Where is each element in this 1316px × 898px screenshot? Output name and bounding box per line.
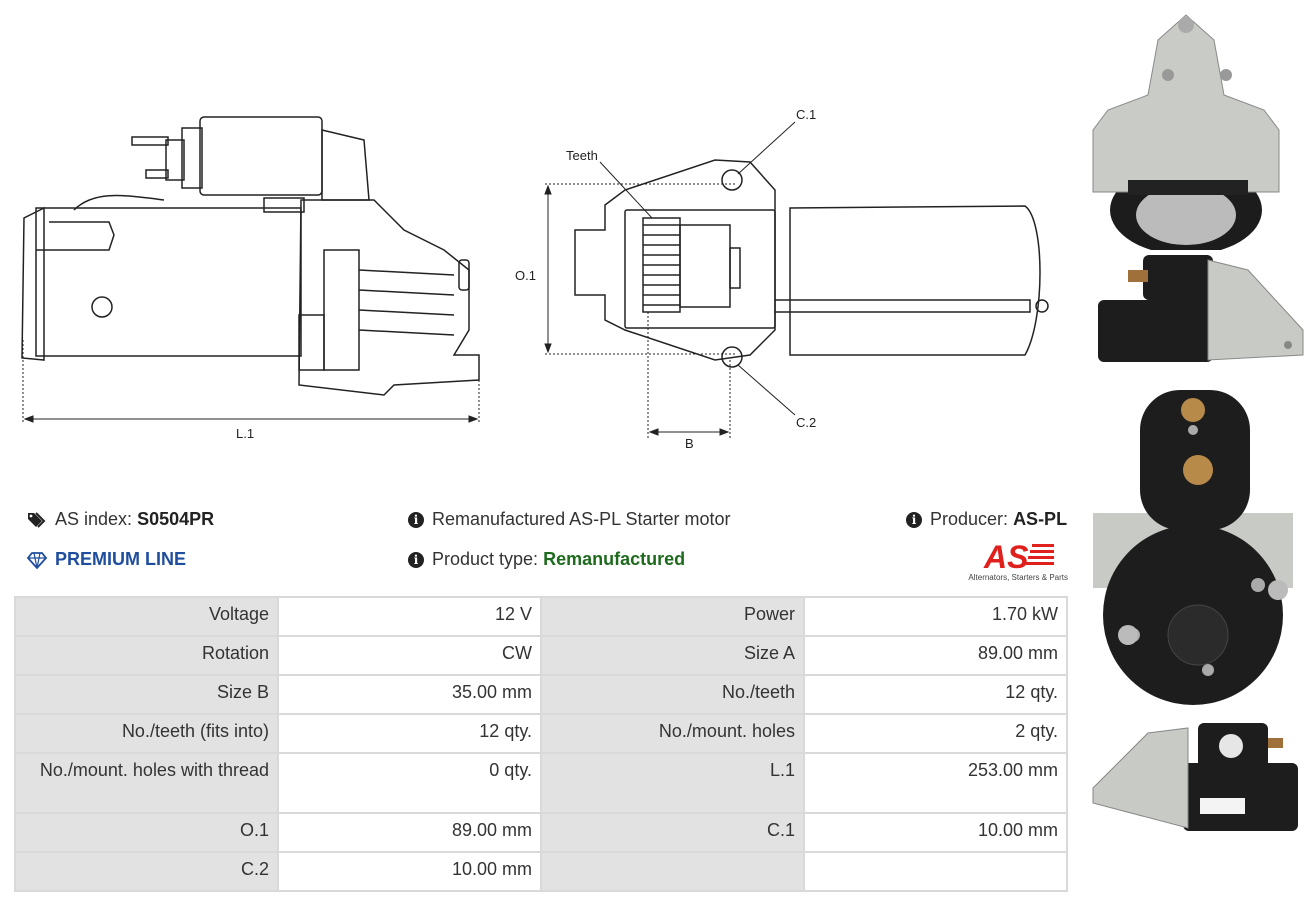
product-photo-back[interactable] <box>1088 385 1298 710</box>
info-icon: i <box>408 551 424 568</box>
spec-label: Power <box>542 598 803 635</box>
logo-tagline: Alternators, Starters & Parts <box>968 573 1068 582</box>
spec-value: 12 qty. <box>805 676 1066 713</box>
producer: i Producer: AS-PL <box>906 509 1067 530</box>
as-logo-mark: AS <box>983 539 1054 572</box>
spec-value <box>805 853 1066 890</box>
spec-value: 12 qty. <box>279 715 540 752</box>
b-label: B <box>685 436 694 451</box>
as-index-label: AS index: <box>55 509 133 529</box>
table-row: No./mount. holes with thread 0 qty. L.1 … <box>16 754 1066 812</box>
spec-label: C.1 <box>542 814 803 851</box>
product-photo-front[interactable] <box>1088 10 1284 250</box>
spec-value: 2 qty. <box>805 715 1066 752</box>
c2-label: C.2 <box>796 415 816 430</box>
diamond-icon <box>27 551 47 569</box>
c1-label: C.1 <box>796 107 816 122</box>
spec-label: Voltage <box>16 598 277 635</box>
spec-value: CW <box>279 637 540 674</box>
product-type-label: Product type: <box>432 549 539 569</box>
spec-label: No./teeth (fits into) <box>16 715 277 752</box>
spec-value: 1.70 kW <box>805 598 1066 635</box>
product-type-value: Remanufactured <box>543 549 686 569</box>
spec-label: No./mount. holes with thread <box>16 754 277 812</box>
producer-value: AS-PL <box>1013 509 1068 529</box>
specification-table: Voltage 12 V Power 1.70 kW Rotation CW S… <box>14 596 1068 892</box>
spec-value: 0 qty. <box>279 754 540 812</box>
premium-line-label: PREMIUM LINE <box>55 549 187 569</box>
front-view-drawing: Teeth C.1 C.2 O.1 B <box>515 107 1049 451</box>
spec-value: 10.00 mm <box>279 853 540 890</box>
info-icon: i <box>408 511 424 528</box>
spec-label: No./mount. holes <box>542 715 803 752</box>
spec-value: 12 V <box>279 598 540 635</box>
product-photo-side-label[interactable] <box>1088 718 1308 838</box>
spec-value: 253.00 mm <box>805 754 1066 812</box>
info-icon: i <box>906 511 922 528</box>
side-view-drawing: L.1 <box>21 116 480 441</box>
spec-value: 35.00 mm <box>279 676 540 713</box>
spec-label: Rotation <box>16 637 277 674</box>
logo-text: AS <box>983 539 1029 572</box>
spec-label: Size A <box>542 637 803 674</box>
as-index: AS index: S0504PR <box>27 509 214 530</box>
table-row: No./teeth (fits into) 12 qty. No./mount.… <box>16 715 1066 752</box>
spec-value: 89.00 mm <box>279 814 540 851</box>
tags-icon <box>28 511 46 528</box>
table-row: C.2 10.00 mm <box>16 853 1066 890</box>
table-row: Voltage 12 V Power 1.70 kW <box>16 598 1066 635</box>
spec-label: L.1 <box>542 754 803 812</box>
spec-label: No./teeth <box>542 676 803 713</box>
producer-label: Producer: <box>930 509 1009 529</box>
product-type: i Product type: Remanufactured <box>408 549 685 570</box>
spec-value: 89.00 mm <box>805 637 1066 674</box>
o1-label: O.1 <box>515 268 536 283</box>
spec-label: Size B <box>16 676 277 713</box>
l1-dimension-label: L.1 <box>236 426 254 441</box>
table-row: Size B 35.00 mm No./teeth 12 qty. <box>16 676 1066 713</box>
description-text: Remanufactured AS-PL Starter motor <box>432 509 731 529</box>
as-index-value: S0504PR <box>137 509 215 529</box>
as-pl-logo[interactable]: AS Alternators, Starters & Parts <box>964 538 1068 584</box>
teeth-label: Teeth <box>566 148 598 163</box>
spec-label <box>542 853 803 890</box>
spec-label: O.1 <box>16 814 277 851</box>
spec-label: C.2 <box>16 853 277 890</box>
product-description: i Remanufactured AS-PL Starter motor <box>408 509 730 530</box>
product-photo-side[interactable] <box>1088 250 1308 370</box>
table-row: O.1 89.00 mm C.1 10.00 mm <box>16 814 1066 851</box>
premium-line[interactable]: PREMIUM LINE <box>27 549 186 570</box>
table-row: Rotation CW Size A 89.00 mm <box>16 637 1066 674</box>
spec-value: 10.00 mm <box>805 814 1066 851</box>
